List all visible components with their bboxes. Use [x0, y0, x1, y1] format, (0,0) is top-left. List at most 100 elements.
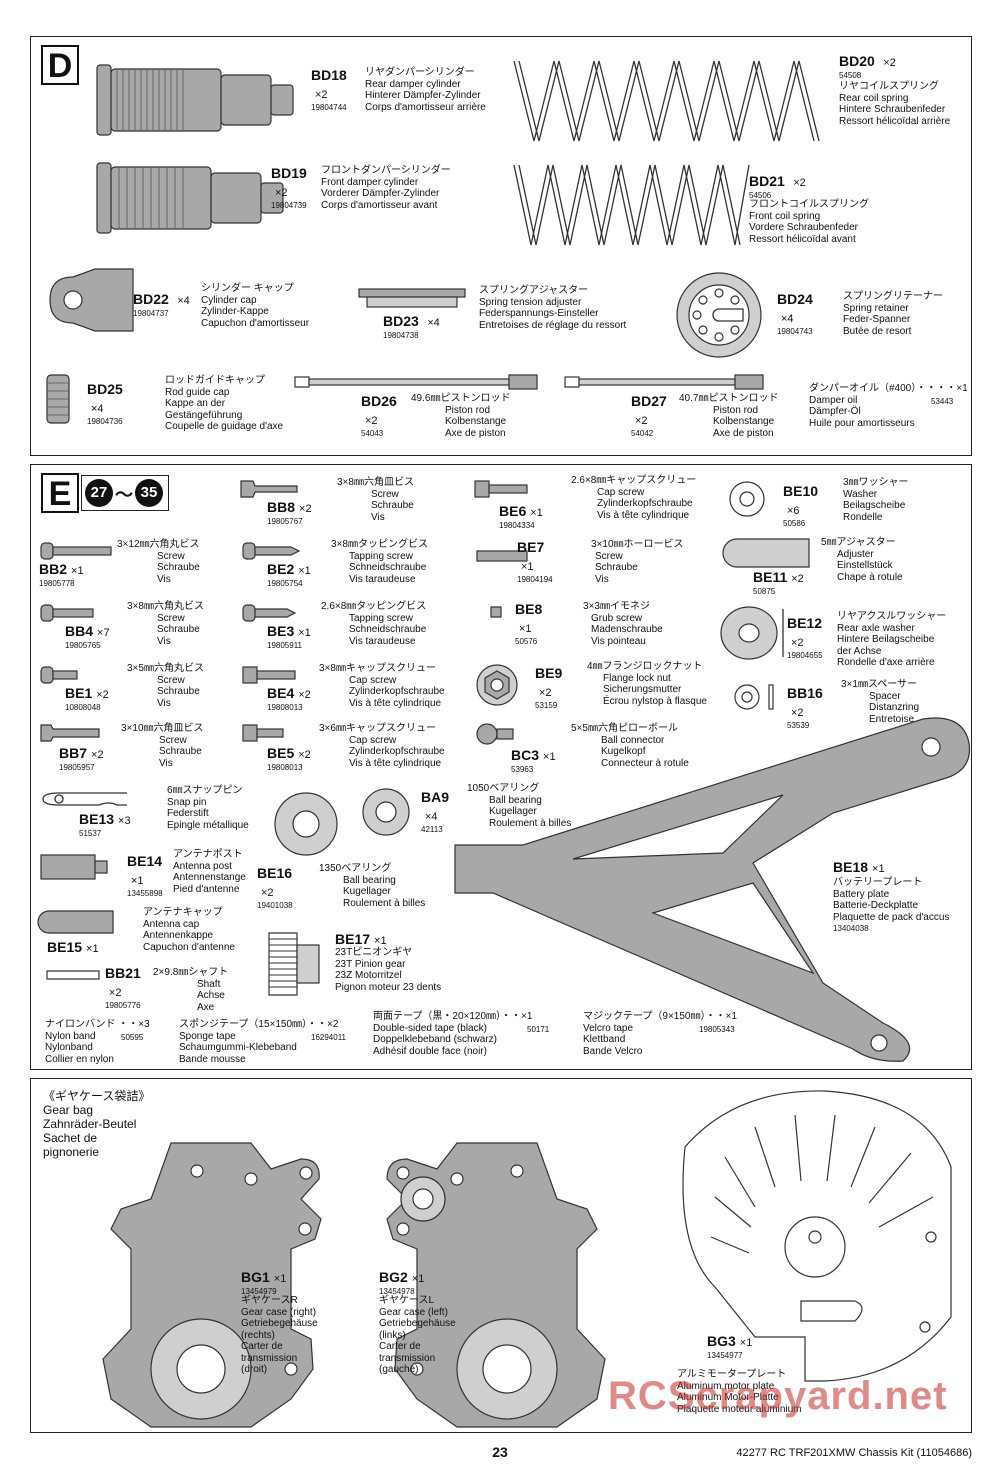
part-bd19: BD19 ×2 19804739 — [271, 165, 307, 210]
washer-icon — [729, 481, 765, 517]
name-line: Rondelle d'axe arrière — [837, 657, 935, 668]
part-code: BG1 — [241, 1269, 270, 1285]
cylinder-cap-illustration — [49, 268, 134, 332]
name-line: Capuchon d'amortisseur — [201, 317, 310, 329]
name-line: Kolbenstange — [713, 416, 775, 427]
part-number: 16294011 — [311, 1033, 346, 1042]
part-bd25-names: ロッドガイドキャップ Rod guide cap Kappe an der Ge… — [165, 375, 283, 433]
name-line: Entretoises de réglage du ressort — [479, 319, 627, 331]
part-qty: ×2 — [298, 689, 311, 701]
part-code: BE15 — [47, 939, 83, 955]
part-code: BC3 — [511, 747, 540, 763]
name-line: Snap pin — [167, 796, 207, 808]
name-line: 2.6×8㎜キャップスクリュー — [571, 475, 697, 486]
name-line: pignonerie — [43, 1145, 100, 1159]
cap-screw-icon — [242, 666, 296, 684]
name-line: Antennenstange — [173, 872, 246, 883]
part-code: BD25 — [87, 381, 123, 397]
name-line: Butée de resort — [843, 325, 912, 337]
name-line: Kugellager — [343, 886, 391, 897]
name-line: Axe de piston — [713, 427, 774, 439]
name-line: Screw — [371, 488, 399, 500]
part-code: BD19 — [271, 165, 307, 181]
name-line: Double-sided tape (black) — [373, 1022, 487, 1034]
part-code: BE6 — [499, 503, 527, 519]
name-line: transmission — [241, 1352, 298, 1364]
part-qty: ×2 — [96, 689, 109, 701]
spring-adjuster-illustration — [358, 288, 466, 308]
part-number: 19805778 — [39, 579, 75, 588]
front-coil-spring-illustration — [513, 164, 750, 246]
name-line: Vis — [159, 757, 173, 769]
part-number: 50586 — [783, 519, 806, 528]
name-line: Gestängeführung — [165, 409, 243, 421]
name-line: アンテナキャップ — [143, 907, 223, 918]
name-line: Vis — [157, 635, 171, 647]
name-line: Beilagscheibe — [843, 500, 906, 511]
name-line: Plaquette moteur aluminium — [677, 1403, 802, 1415]
part-number: 54508 — [839, 71, 862, 80]
name-line: Screw — [157, 612, 185, 624]
part-code: BD18 — [311, 67, 347, 83]
name-line: マジックテープ（9×150㎜）・・×1 — [583, 1011, 737, 1022]
part-number: 19804743 — [777, 327, 813, 336]
name-line: Zylinderkopfschraube — [349, 746, 445, 757]
name-line: スポンジテープ（15×150㎜）・・×2 — [179, 1019, 339, 1030]
name-line: Carter de — [379, 1341, 421, 1352]
screw-icon — [240, 480, 298, 498]
part-code: BB4 — [65, 623, 94, 639]
name-line: Corps d'amortisseur arrière — [365, 101, 486, 113]
name-line: Roulement à billes — [489, 817, 572, 829]
motor-plate-illustration — [682, 1090, 952, 1382]
piston-rod-407-illustration — [564, 374, 764, 390]
name-line: Federspannungs-Einsteller — [479, 308, 599, 319]
part-bd26-names: 49.6㎜ピストンロッド Piston rod Kolbenstange Axe… — [411, 393, 510, 439]
name-line: Spring tension adjuster — [479, 296, 582, 308]
part-qty: ×2 — [91, 749, 104, 761]
part-qty: ×2 — [365, 415, 378, 427]
part-be18: BE18×1 — [833, 859, 885, 877]
part-code: BE16 — [257, 865, 293, 881]
part-qty: ×2 — [275, 187, 288, 199]
name-line: Kugellager — [489, 806, 537, 817]
bearing-1350-icon — [274, 792, 338, 856]
name-line: Dämpfer-Öl — [809, 406, 861, 417]
part-code: BD23 — [383, 313, 419, 329]
name-line: Huile pour amortisseurs — [809, 417, 915, 429]
rod-guide-cap-illustration — [46, 374, 70, 424]
name-line: Hinterer Dämpfer-Zylinder — [365, 90, 481, 101]
name-line: Pignon moteur 23 dents — [335, 981, 442, 993]
piston-rod-496-illustration — [294, 374, 538, 390]
name-line: 6㎜スナップピン — [167, 785, 243, 796]
name-line: Vis — [595, 573, 609, 585]
part-number: 53159 — [535, 701, 558, 710]
part-code: BE8 — [515, 601, 543, 617]
name-line: Schraube — [157, 624, 200, 635]
name-line: 3×10㎜六角皿ビス — [121, 723, 204, 734]
part-number: 50576 — [515, 637, 538, 646]
part-code: BD21 — [749, 173, 785, 189]
name-line: Feder-Spanner — [843, 314, 911, 325]
part-number: 19808013 — [267, 703, 303, 712]
name-line: リヤダンパーシリンダー — [365, 67, 475, 78]
part-bd22-names: シリンダー キャップ Cylinder cap Zylinder-Kappe C… — [201, 283, 309, 329]
rear-coil-spring-illustration — [513, 60, 820, 142]
name-line: 49.6㎜ピストンロッド — [411, 393, 511, 404]
name-line: Zylinderkopfschraube — [349, 686, 445, 697]
name-line: 3×6㎜キャップスクリュー — [319, 723, 436, 734]
part-number: 19804655 — [787, 651, 823, 660]
part-number: 19804744 — [311, 103, 347, 112]
name-line: Gear case (left) — [379, 1306, 448, 1318]
grub-screw-icon — [490, 606, 502, 618]
